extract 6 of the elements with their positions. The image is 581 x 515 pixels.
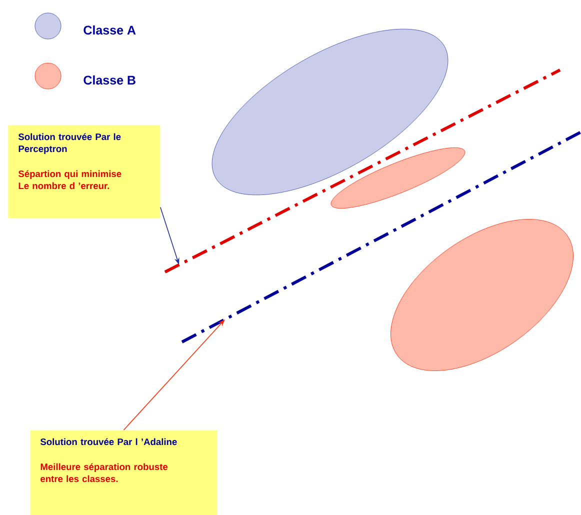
legend-label: Classe A: [84, 25, 136, 35]
separation-line: [181, 130, 581, 344]
separation-line: [164, 68, 561, 274]
callout-box: Solution trouvée Par le Perceptron Sépartion qui minimise Le nombre d ’erreur.: [8, 125, 160, 218]
legend-label: Classe B: [84, 75, 136, 85]
callout-box: Solution trouvée Par l ’Adaline Meilleure séparation robuste entre les classes.: [30, 430, 218, 515]
